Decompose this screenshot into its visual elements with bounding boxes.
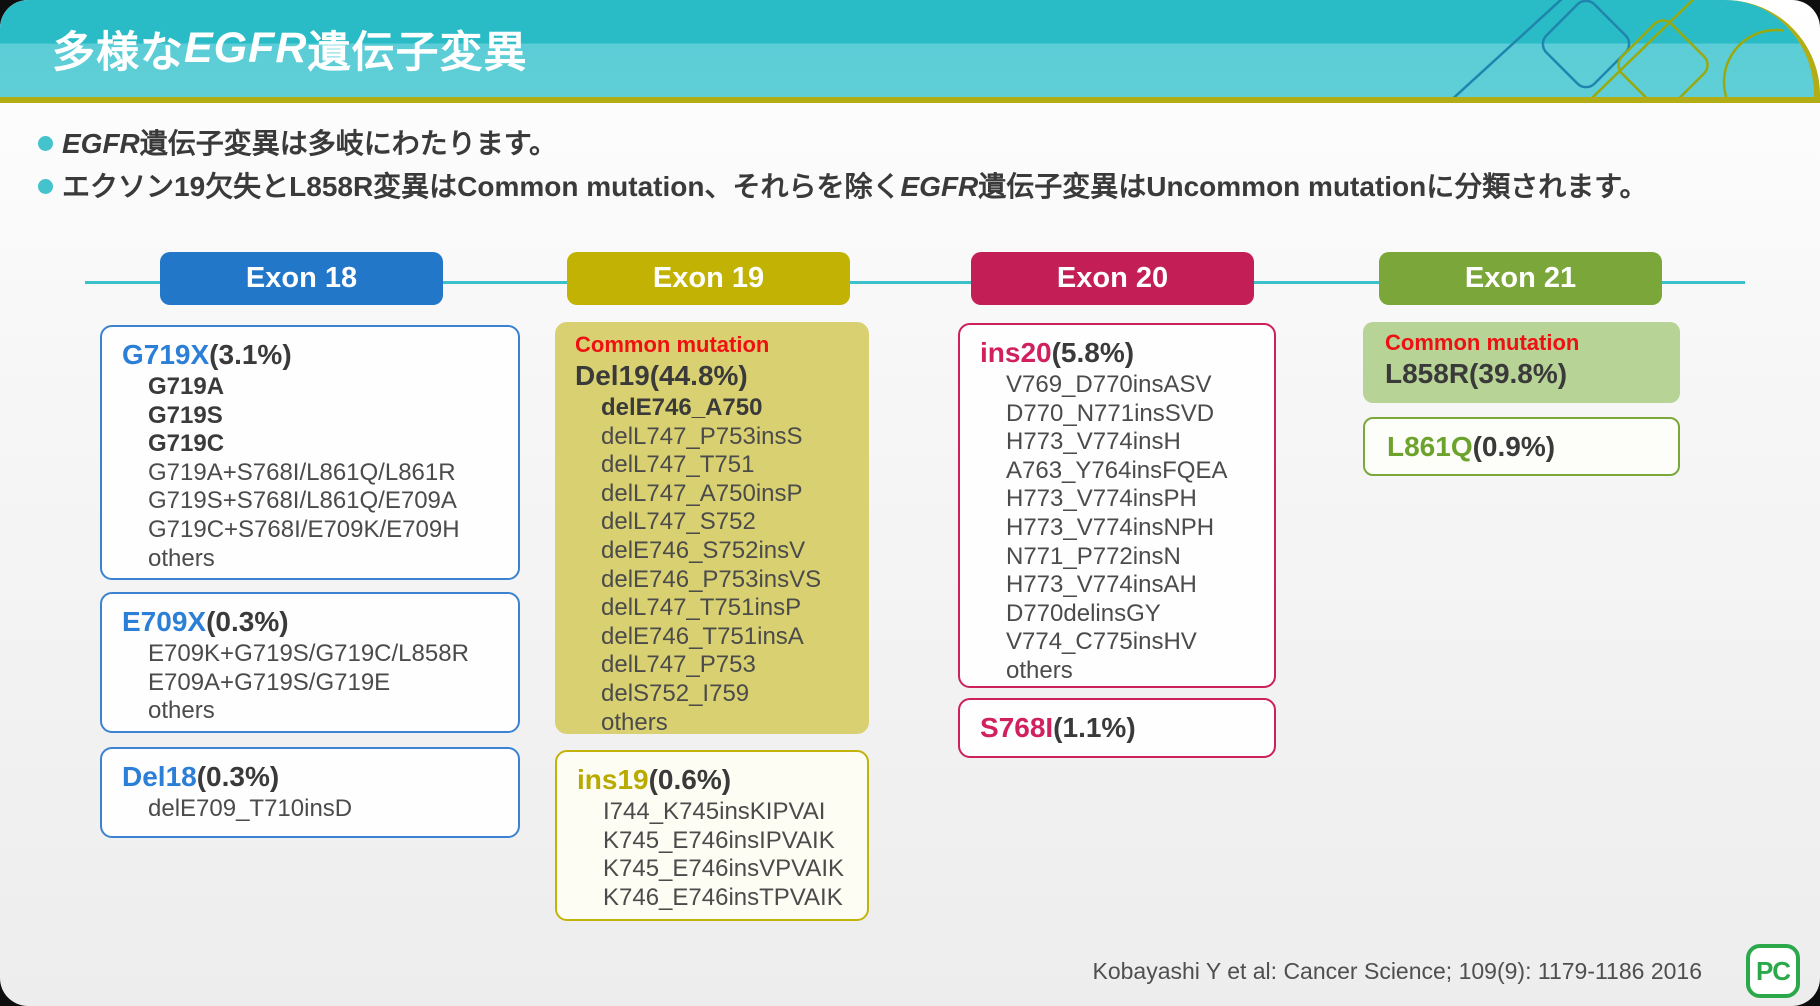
mutation-item: delE746_P753insVS (601, 565, 822, 593)
box-del19: Common mutation Del19(44.8%) delE746_A75… (555, 322, 869, 737)
gene-axis-line (85, 281, 1745, 284)
box-s768i: S768I(1.1%) (958, 698, 1276, 758)
box-del19-items: delE746_A750 delL747_P753insS delL747_T7… (575, 394, 861, 737)
box-ins19-items: I744_K745insKIPVAI K745_E746insIPVAIK K7… (577, 798, 859, 912)
mutation-item: G719S+S768I/L861Q/E709A (148, 487, 457, 515)
page-title-italic: EGFR (184, 24, 308, 72)
mutation-item: delL747_S752 (601, 508, 756, 536)
mutation-item: delE709_T710insD (148, 795, 353, 822)
mutation-item: delL747_T751 (601, 451, 755, 479)
pc-logo: PC (1746, 944, 1800, 998)
exon-21-header: Exon 21 (1379, 252, 1662, 305)
box-ins20-items: V769_D770insASV D770_N771insSVD H773_V77… (980, 371, 1266, 686)
mutation-item: E709K+G719S/G719C/L858R (148, 640, 469, 667)
bullet-dot-icon (38, 136, 53, 151)
mutation-item: I744_K745insKIPVAI (603, 798, 826, 825)
bullet-dot-icon (38, 179, 53, 194)
box-del18: Del18(0.3%) delE709_T710insD (100, 747, 520, 838)
mutation-item: H773_V774insPH (1006, 485, 1197, 513)
mutation-item: G719A (148, 373, 225, 400)
mutation-item: V769_D770insASV (1006, 371, 1212, 398)
mutation-item: delL747_P753insS (601, 422, 803, 450)
common-mutation-label: Common mutation (575, 332, 770, 357)
mutation-item: G719A+S768I/L861Q/L861R (148, 458, 456, 486)
exon-18-header: Exon 18 (160, 252, 443, 305)
box-ins19: ins19(0.6%) I744_K745insKIPVAI K745_E746… (555, 750, 869, 921)
box-l858r-title: L858R(39.8%) (1385, 358, 1568, 389)
mutation-item: others (148, 544, 215, 572)
box-del19-title: Del19(44.8%) (575, 360, 748, 391)
box-ins19-title: ins19(0.6%) (577, 764, 732, 795)
box-del18-items: delE709_T710insD (122, 795, 510, 824)
pc-logo-text: PC (1755, 955, 1791, 986)
mutation-item: H773_V774insAH (1006, 571, 1197, 599)
mutation-item: N771_P772insN (1006, 542, 1181, 570)
mutation-item: others (148, 697, 215, 725)
box-g719x-title: G719X(3.1%) (122, 339, 292, 370)
mutation-item: E709A+G719S/G719E (148, 668, 391, 696)
box-s768i-title: S768I(1.1%) (980, 712, 1136, 743)
bullet-2-text: エクソン19欠失とL858R変異はCommon mutation、それらを除くE… (62, 171, 1648, 202)
mutation-item: V774_C775insHV (1006, 628, 1197, 656)
mutation-item: delL747_P753 (601, 651, 756, 679)
box-ins20-title: ins20(5.8%) (980, 337, 1135, 368)
box-ins20: ins20(5.8%) V769_D770insASV D770_N771ins… (958, 323, 1276, 688)
mutation-item: delE746_A750 (601, 394, 763, 421)
box-e709x-items: E709K+G719S/G719C/L858R E709A+G719S/G719… (122, 640, 510, 726)
common-mutation-label: Common mutation (1385, 330, 1580, 355)
box-g719x-items: G719A G719S G719C G719A+S768I/L861Q/L861… (122, 373, 510, 573)
bullet-1-text: EGFR遺伝子変異は多岐にわたります。 (62, 128, 557, 159)
box-e709x: E709X(0.3%) E709K+G719S/G719C/L858R E709… (100, 592, 520, 733)
bullet-2: エクソン19欠失とL858R変異はCommon mutation、それらを除くE… (38, 169, 1647, 205)
box-e709x-title: E709X(0.3%) (122, 606, 289, 637)
box-l861q-title: L861Q(0.9%) (1387, 430, 1556, 462)
mutation-item: D770delinsGY (1006, 599, 1161, 627)
mutation-item: others (1006, 656, 1073, 684)
header-decoration-lines-icon (1452, 0, 1784, 97)
page-title-suffix: 遺伝子変異 (307, 28, 528, 77)
bullet-1: EGFR遺伝子変異は多岐にわたります。 (38, 126, 1647, 162)
box-g719x: G719X(3.1%) G719A G719S G719C G719A+S768… (100, 325, 520, 580)
box-del18-title: Del18(0.3%) (122, 761, 280, 792)
mutation-item: K745_E746insIPVAIK (603, 826, 835, 854)
mutation-item: D770_N771insSVD (1006, 399, 1215, 427)
exon-20-header: Exon 20 (971, 252, 1254, 305)
mutation-item: G719C (148, 430, 225, 458)
mutation-item: delL747_T751insP (601, 594, 802, 622)
exon-19-header: Exon 19 (567, 252, 850, 305)
citation: Kobayashi Y et al: Cancer Science; 109(9… (1092, 958, 1703, 984)
mutation-item: delE746_S752insV (601, 536, 806, 564)
mutation-item: G719S (148, 401, 223, 429)
mutation-item: delE746_T751insA (601, 622, 804, 650)
intro-bullets: EGFR遺伝子変異は多岐にわたります。 エクソン19欠失とL858R変異はCom… (38, 126, 1647, 212)
box-l861q: L861Q(0.9%) (1363, 417, 1680, 476)
box-l858r: Common mutation L858R(39.8%) (1363, 322, 1680, 403)
mutation-item: G719C+S768I/E709K/E709H (148, 515, 460, 543)
mutation-item: A763_Y764insFQEA (1006, 456, 1228, 484)
mutation-item: K745_E746insVPVAIK (603, 855, 845, 883)
mutation-item: others (601, 708, 668, 736)
mutation-item: delS752_I759 (601, 679, 750, 707)
mutation-item: delL747_A750insP (601, 479, 803, 507)
mutation-item: H773_V774insH (1006, 428, 1181, 456)
mutation-item: H773_V774insNPH (1006, 513, 1215, 541)
page-title-prefix: 多様な (52, 28, 184, 77)
mutation-item: K746_E746insTPVAIK (603, 883, 843, 911)
